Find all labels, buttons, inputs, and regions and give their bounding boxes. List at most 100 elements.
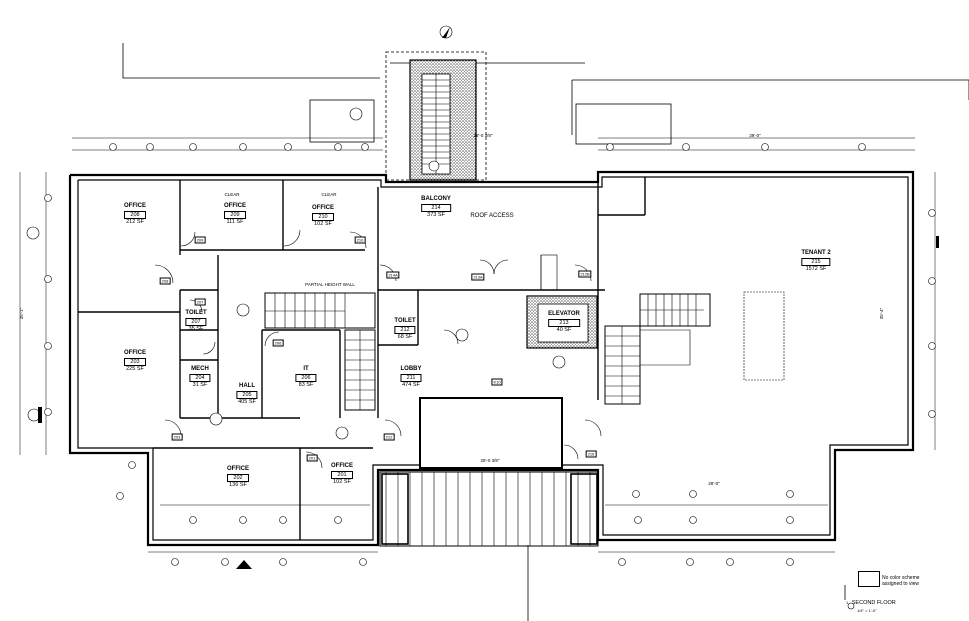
room-label: OFFICE 202 136 SF [227, 466, 249, 489]
dimension-text: 35'-1" [19, 307, 25, 320]
room-area: 136 SF [229, 482, 247, 488]
door-tag: 208 [159, 277, 171, 285]
dimension-text: 35'-4" [879, 307, 885, 320]
door-tag: 214A [386, 271, 400, 279]
dimension-text: 28'-0 3/8" [473, 133, 493, 138]
door-tag: 210 [354, 236, 366, 244]
room-label: TOILET 207 35 SF [185, 310, 207, 333]
door-tag: 209 [194, 236, 206, 244]
room-name: ELEVATOR [548, 311, 580, 317]
room-area: 225 SF [126, 366, 144, 372]
room-area: 83 SF [298, 382, 314, 388]
room-number: 205 [236, 391, 258, 399]
room-name: OFFICE [224, 203, 246, 209]
room-area: 111 SF [226, 219, 244, 225]
room-label: BALCONY 214 373 SF [421, 196, 451, 219]
room-area: 68 SF [397, 334, 413, 340]
room-number: 215 [801, 258, 831, 266]
room-name: OFFICE [331, 463, 353, 469]
room-name: TENANT 2 [801, 250, 831, 256]
dimension-text: 28'-0 3/8" [480, 458, 500, 463]
room-label: OFFICE 203 225 SF [124, 350, 146, 373]
south-stairs [379, 471, 599, 547]
door-tag: 216 [585, 450, 597, 458]
drawing-name: SECOND FLOOR [851, 600, 896, 606]
clear-note: CLEAR [224, 192, 240, 197]
section-marks [38, 27, 939, 569]
grid-bubbles [26, 25, 936, 610]
door-tag: 203 [171, 433, 183, 441]
north-stair-core [409, 59, 477, 181]
exterior-walls [68, 170, 915, 547]
room-label: TOILET 212 68 SF [394, 318, 416, 341]
legend-text: No color scheme assigned to view [882, 575, 920, 587]
room-area: 474 SF [402, 382, 420, 388]
room-name: OFFICE [124, 350, 146, 356]
legend-swatch [858, 571, 880, 587]
room-area: 102 SF [333, 479, 351, 485]
room-label: OFFICE 210 102 SF [312, 205, 334, 228]
room-name: IT [303, 366, 309, 372]
door-tag: 212B [578, 270, 592, 278]
room-area: 373 SF [427, 212, 445, 218]
room-name: LOBBY [400, 366, 422, 372]
dimension-lines [19, 137, 936, 553]
door-tag: 212 [383, 433, 395, 441]
room-name: OFFICE [227, 466, 249, 472]
room-number: 208 [124, 211, 146, 219]
room-number: 201 [331, 471, 353, 479]
interior-stair-2 [604, 293, 711, 405]
door-tag: 201 [306, 454, 318, 462]
door-tag: 207 [194, 298, 206, 306]
partial-wall-note: PARTIAL HEIGHT WALL [305, 282, 355, 287]
room-area: 212 SF [126, 219, 144, 225]
room-label: OFFICE 209 111 SF [224, 203, 246, 226]
room-name: MECH [191, 366, 209, 372]
drawing-scale: 1/4" = 1'-0" [857, 608, 877, 613]
room-number: 214 [421, 204, 451, 212]
room-label: OFFICE 201 102 SF [331, 463, 353, 486]
room-number: 207 [185, 318, 207, 326]
room-area: 40 SF [556, 327, 572, 333]
room-area: 1572 SF [805, 266, 827, 272]
room-label: IT 206 83 SF [295, 366, 317, 389]
room-name: TOILET [185, 310, 207, 316]
legend-line: No color scheme [882, 575, 920, 581]
room-label: HALL 205 405 SF [236, 383, 258, 406]
door-tag: 213A [471, 273, 485, 281]
room-area: 405 SF [238, 399, 256, 405]
room-name: OFFICE [124, 203, 146, 209]
room-area: 31 SF [192, 382, 208, 388]
room-number: 209 [224, 211, 246, 219]
door-swings [154, 229, 602, 469]
tenant-feature [743, 291, 785, 381]
lobby-opening [419, 397, 563, 469]
door-tag: K10 [491, 378, 503, 386]
door-tag: 206 [272, 339, 284, 347]
room-label: OFFICE 208 212 SF [124, 203, 146, 226]
legend-line: assigned to view [882, 581, 919, 587]
room-name: HALL [239, 383, 255, 389]
elevator-shaft [526, 295, 598, 349]
room-number: 204 [189, 374, 211, 382]
room-number: 213 [548, 319, 580, 327]
room-name: TOILET [394, 318, 416, 324]
room-name: OFFICE [312, 205, 334, 211]
room-label: MECH 204 31 SF [189, 366, 211, 389]
room-area: 102 SF [314, 221, 332, 227]
interior-stair-1 [264, 292, 376, 411]
room-number: 210 [312, 213, 334, 221]
room-number: 211 [400, 374, 422, 382]
room-number: 212 [394, 326, 416, 334]
room-name: BALCONY [421, 196, 451, 202]
room-number: 206 [295, 374, 317, 382]
drawing-title: 1 SECOND FLOOR [846, 600, 896, 606]
room-area: 35 SF [188, 326, 204, 332]
interior-walls [78, 177, 646, 540]
room-number: 203 [124, 358, 146, 366]
clear-note: CLEAR [321, 192, 337, 197]
dimension-text: 28'-0" [708, 481, 720, 486]
room-label: LOBBY 211 474 SF [400, 366, 422, 389]
